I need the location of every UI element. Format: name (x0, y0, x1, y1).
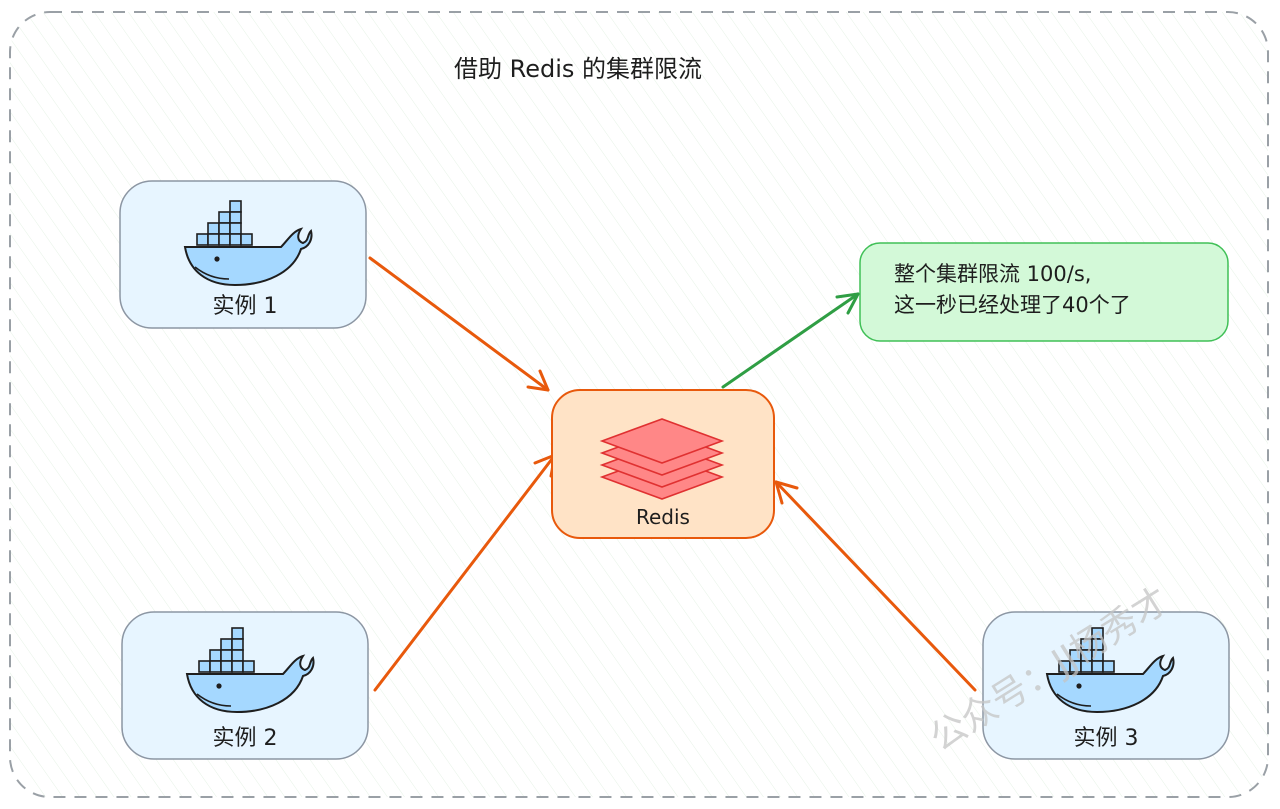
note-line-2: 这一秒已经处理了40个了 (894, 293, 1131, 317)
arrow-instance1-head (526, 369, 550, 392)
instance-1-label: 实例 1 (213, 294, 278, 319)
redis-label: Redis (636, 505, 690, 529)
rate-limit-note[interactable]: 整个集群限流 100/s, 这一秒已经处理了40个了 (859, 242, 1229, 342)
instance-3-node[interactable]: 实例 3 (982, 611, 1230, 760)
arrow-instance3-head (774, 480, 799, 505)
arrow-note-head (835, 292, 860, 315)
instance-3-label: 实例 3 (1074, 726, 1139, 751)
diagram-title: 借助 Redis 的集群限流 (454, 55, 702, 83)
arrow-redis-to-note (721, 292, 860, 389)
redis-node[interactable]: Redis (551, 389, 775, 539)
arrow-instance3-to-redis (774, 480, 977, 692)
arrow-instance1-to-redis (368, 256, 550, 392)
instance-2-node[interactable]: 实例 2 (121, 611, 369, 760)
instance-1-node[interactable]: 实例 1 (119, 180, 367, 329)
instance-2-label: 实例 2 (213, 726, 278, 751)
arrow-instance2-to-redis (373, 453, 557, 692)
note-line-1: 整个集群限流 100/s, (894, 262, 1091, 286)
